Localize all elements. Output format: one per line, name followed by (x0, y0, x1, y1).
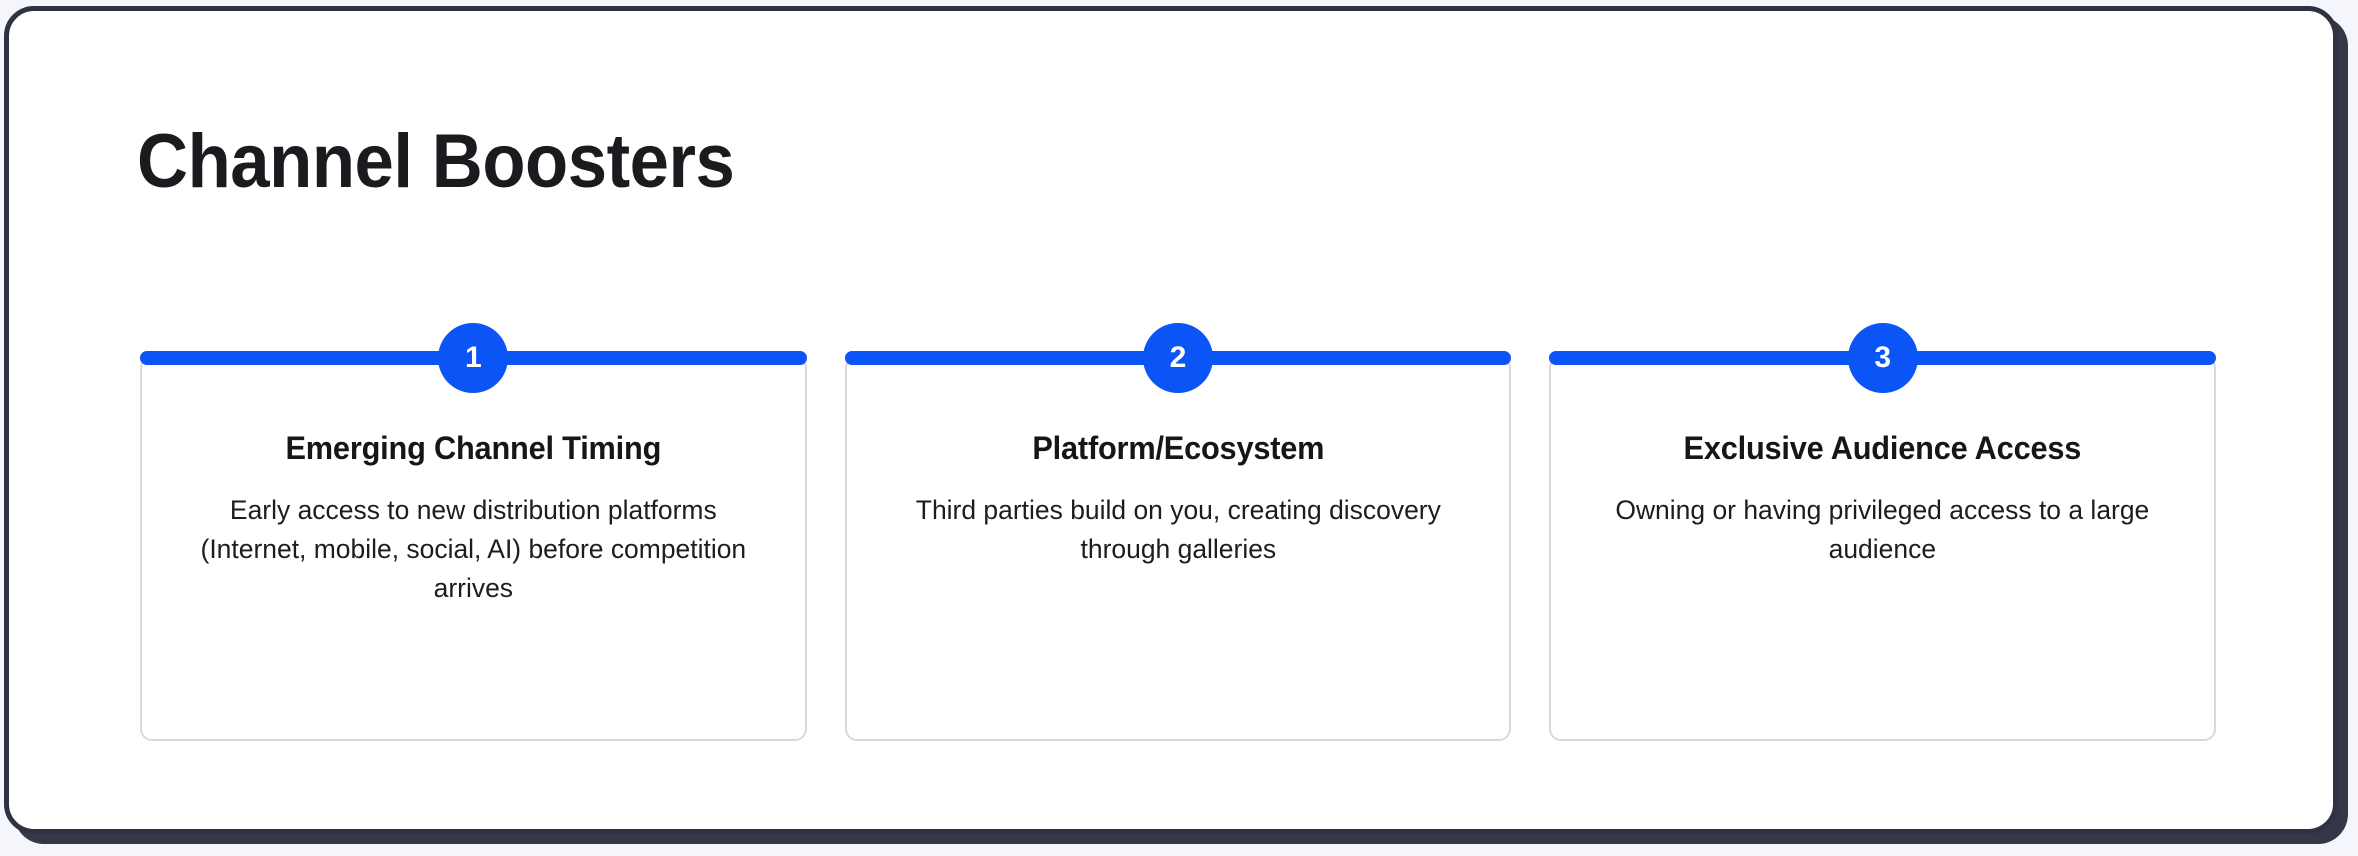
booster-card-1[interactable]: Emerging Channel Timing Early access to … (140, 356, 807, 741)
card-slot-3: Exclusive Audience Access Owning or havi… (1549, 323, 2217, 741)
card-title-3: Exclusive Audience Access (1683, 430, 2082, 466)
card-title-1: Emerging Channel Timing (285, 430, 662, 466)
card-content-3: Exclusive Audience Access Owning or havi… (1551, 372, 2214, 569)
booster-card-2[interactable]: Platform/Ecosystem Third parties build o… (844, 356, 1512, 741)
card-step-badge-2: 2 (1143, 323, 1213, 393)
card-description-3: Owning or having privileged access to a … (1615, 494, 2150, 564)
page-title: Channel Boosters (137, 119, 735, 204)
device-frame-wrapper: Channel Boosters Emerging Channel Timing… (4, 6, 2348, 844)
card-step-badge-3: 3 (1847, 323, 1918, 393)
card-slot-1: Emerging Channel Timing Early access to … (140, 323, 807, 741)
booster-card-3[interactable]: Exclusive Audience Access Owning or havi… (1549, 356, 2217, 741)
slide-frame: Channel Boosters Emerging Channel Timing… (4, 6, 2338, 834)
card-step-badge-1: 1 (438, 323, 509, 393)
card-title-2: Platform/Ecosystem (1032, 430, 1324, 466)
card-description-2: Third parties build on you, creating dis… (915, 494, 1441, 564)
card-description-1: Early access to new distribution platfor… (200, 494, 747, 604)
card-content-2: Platform/Ecosystem Third parties build o… (847, 372, 1510, 569)
card-content-1: Emerging Channel Timing Early access to … (142, 372, 805, 608)
card-slot-2: Platform/Ecosystem Third parties build o… (844, 323, 1512, 741)
boosters-card-row: Emerging Channel Timing Early access to … (140, 323, 2217, 741)
